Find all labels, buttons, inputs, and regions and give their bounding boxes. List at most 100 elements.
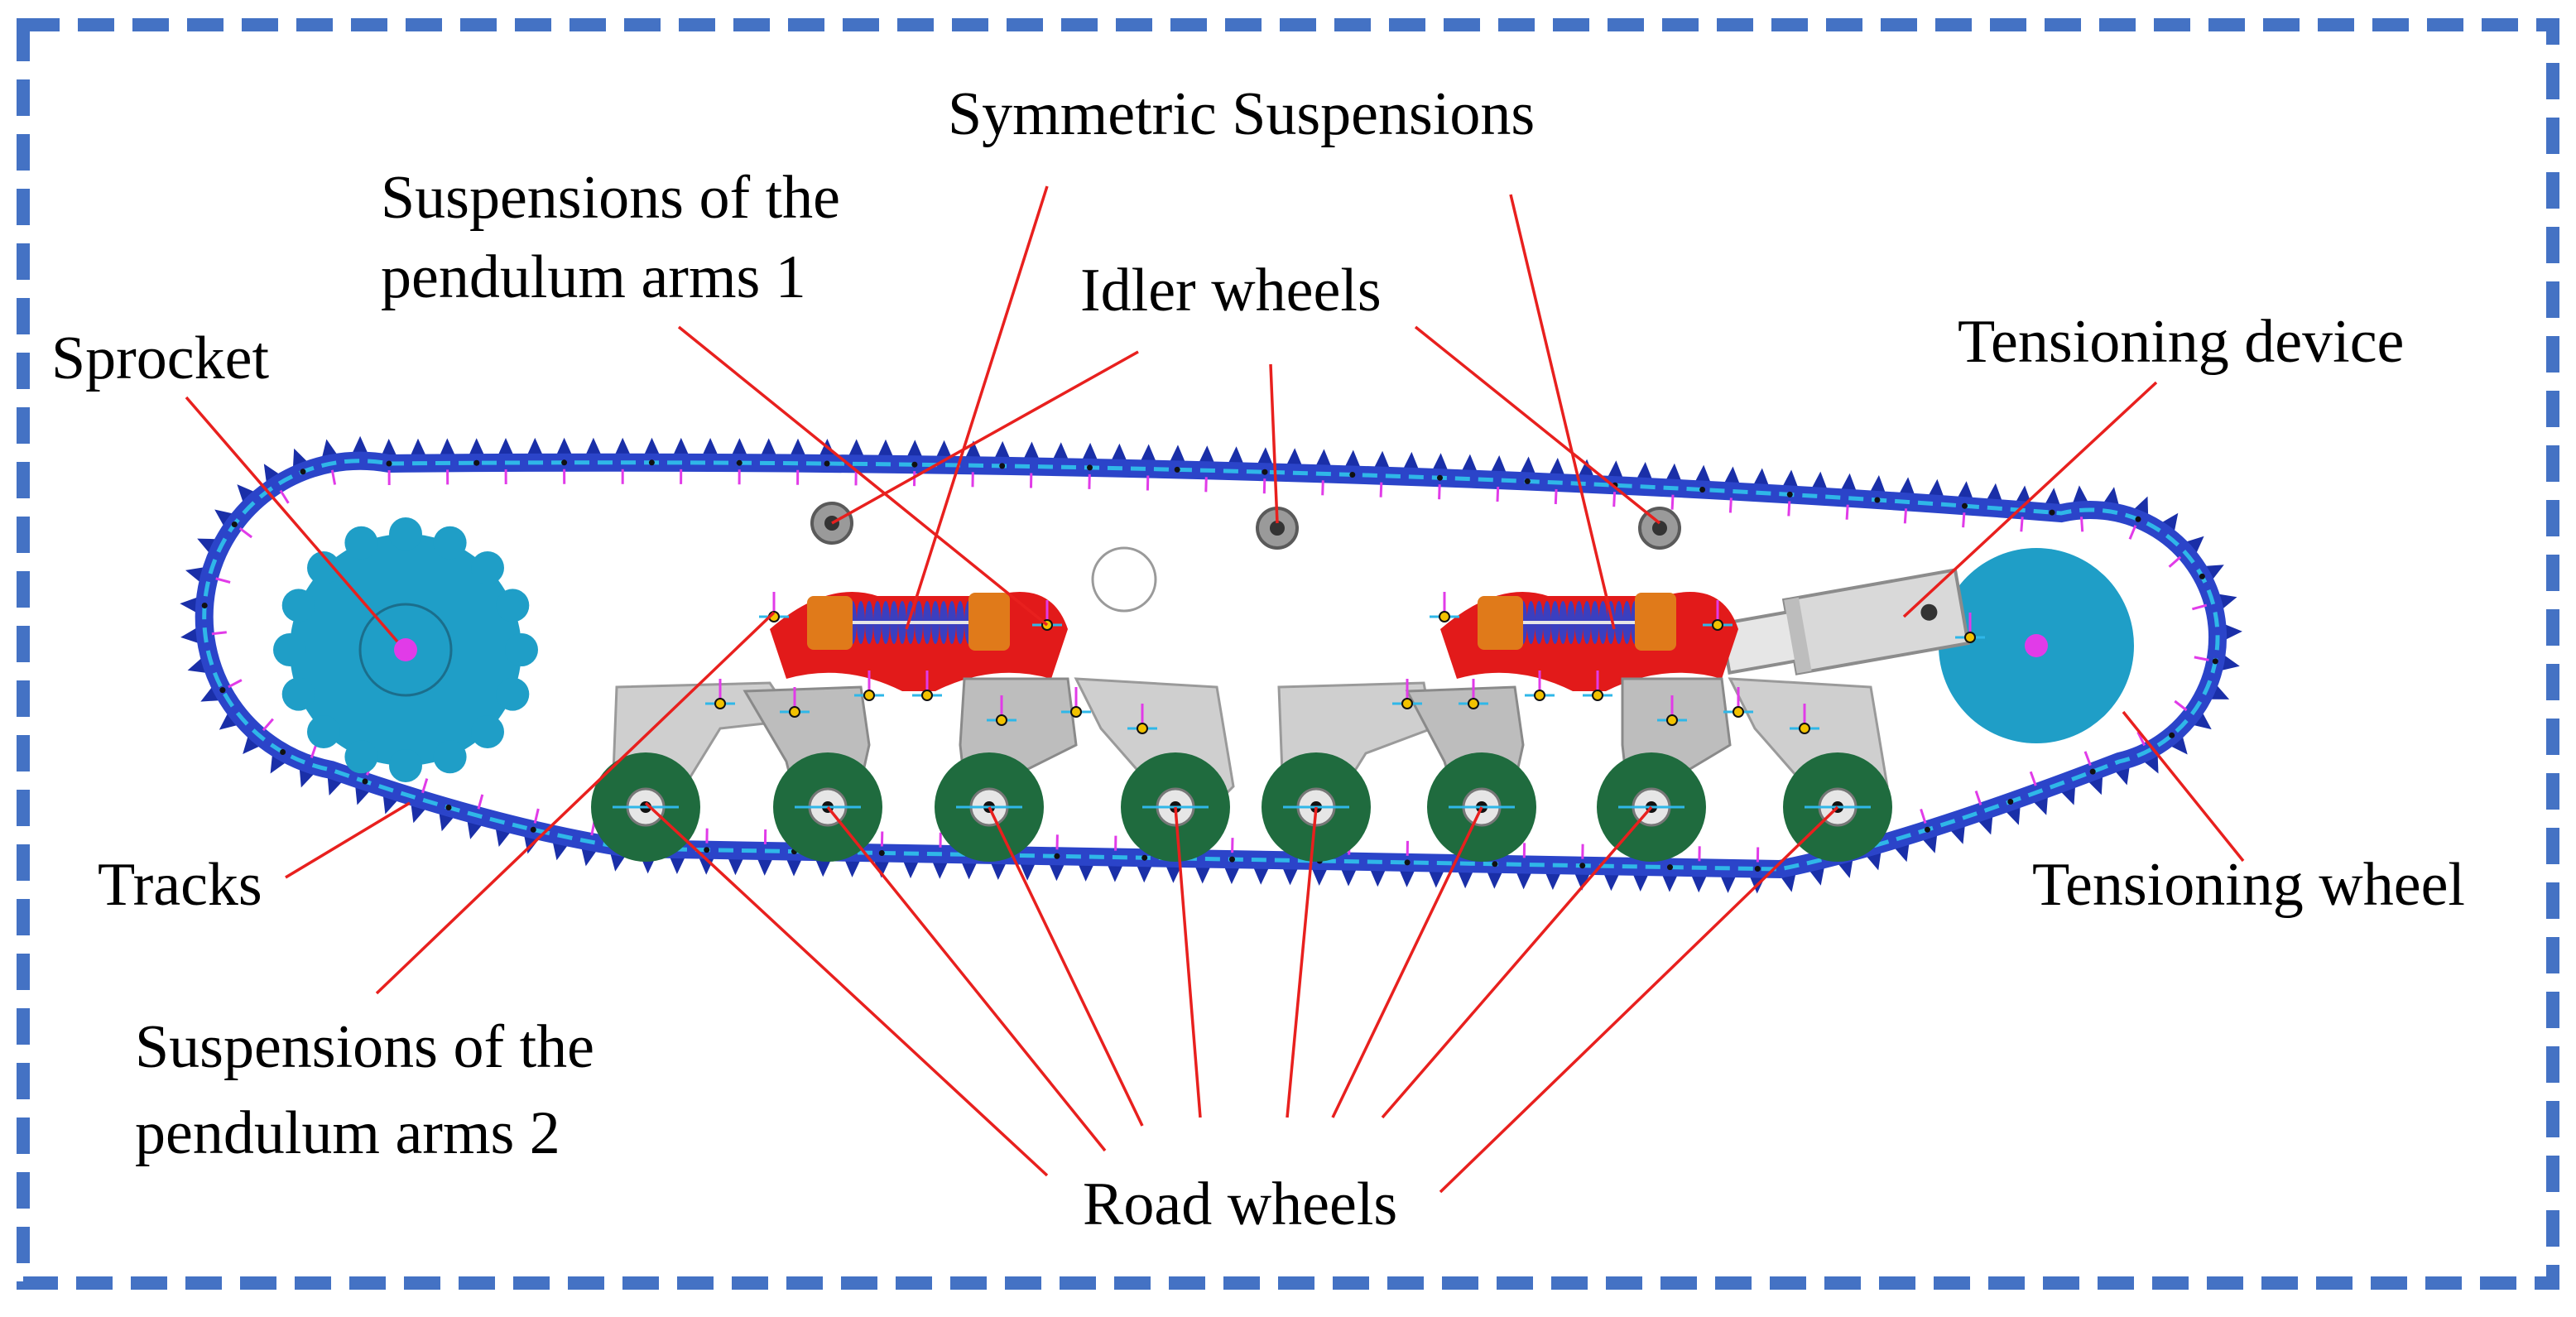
- tensioning-wheel: [1939, 548, 2134, 743]
- track-tooth: [845, 861, 860, 877]
- track-link-dot: [202, 603, 208, 608]
- track-tooth: [848, 439, 863, 455]
- track-pin: [2085, 752, 2090, 766]
- track-tooth: [1083, 443, 1098, 459]
- track-tooth: [1053, 442, 1068, 459]
- track-link-dot: [1492, 861, 1497, 867]
- track-link-dot: [219, 687, 225, 693]
- track-link-dot: [911, 462, 917, 468]
- track-link-dot: [1755, 866, 1761, 872]
- track-tooth: [1345, 450, 1360, 467]
- track-tooth: [674, 438, 689, 454]
- track-link-dot: [1925, 827, 1930, 833]
- hull-hole: [1093, 548, 1156, 611]
- track-tooth: [469, 438, 484, 454]
- track-tooth: [1108, 865, 1122, 882]
- track-tooth: [1224, 868, 1239, 884]
- sprocket-tooth: [307, 715, 340, 748]
- track-tooth: [936, 440, 951, 457]
- track-tooth: [1491, 455, 1506, 472]
- track-link-dot: [446, 805, 452, 810]
- track-pin: [212, 632, 227, 634]
- track-tooth: [1900, 477, 1915, 494]
- damper-right-a: [1478, 596, 1523, 650]
- track-tooth: [1987, 483, 2002, 501]
- track-tooth: [1287, 448, 1302, 464]
- track-pin: [1976, 791, 1981, 805]
- track-tooth: [1112, 444, 1127, 460]
- track-tooth: [962, 863, 977, 879]
- track-link-dot: [1874, 497, 1880, 503]
- track-link-dot: [1787, 492, 1793, 497]
- track-pin: [1614, 492, 1615, 507]
- joint-marker: [1430, 592, 1459, 622]
- label-pendulum-arms-2-line1: Suspensions of the: [135, 1012, 594, 1083]
- track-pin: [1381, 483, 1382, 497]
- track-tooth: [180, 598, 197, 613]
- track-tooth: [382, 439, 396, 455]
- sprocket-tooth: [434, 526, 467, 560]
- label-symmetric-suspensions: Symmetric Suspensions: [948, 79, 1535, 150]
- track-tooth: [933, 863, 948, 879]
- track-tooth: [670, 858, 685, 874]
- track-tooth: [1516, 872, 1531, 889]
- track-pin: [228, 680, 242, 687]
- track-link-dot: [879, 850, 885, 856]
- track-tooth: [878, 440, 893, 456]
- track-tooth: [1404, 452, 1419, 469]
- label-pendulum-arms-2-line2: pendulum arms 2: [135, 1098, 560, 1169]
- track-pin: [478, 795, 483, 809]
- track-tooth: [1662, 876, 1677, 892]
- track-tooth: [1521, 457, 1536, 473]
- track-tooth: [180, 628, 198, 643]
- track-link-dot: [1087, 464, 1093, 470]
- track-link-dot: [1667, 864, 1673, 870]
- track-tooth: [1166, 867, 1181, 883]
- track-link-dot: [704, 847, 709, 853]
- track-tooth: [1141, 445, 1156, 461]
- track-pin: [535, 809, 538, 824]
- track-tooth: [527, 438, 542, 454]
- track-pin: [1789, 501, 1790, 516]
- track-link-dot: [2199, 574, 2205, 579]
- track-pin: [1264, 478, 1265, 493]
- idler-wheel-3: [1640, 508, 1680, 548]
- track-link-dot: [1262, 469, 1268, 475]
- sprocket-tooth: [389, 749, 422, 782]
- track-tooth: [1050, 864, 1065, 881]
- track-pin: [1847, 505, 1848, 520]
- track-pin: [1206, 477, 1207, 492]
- track-link-dot: [1579, 863, 1585, 868]
- track-link-dot: [561, 459, 567, 465]
- track-link-dot: [1962, 503, 1968, 509]
- track-tooth: [1608, 460, 1623, 478]
- sprocket-tooth: [471, 715, 504, 748]
- track-link-dot: [1525, 478, 1531, 484]
- sprocket-tooth: [471, 551, 504, 584]
- label-tensioning-device: Tensioning device: [1958, 306, 2404, 377]
- track-link-dot: [363, 779, 368, 785]
- spring-left: [848, 601, 973, 644]
- spring-right: [1519, 601, 1639, 644]
- track-tooth: [757, 859, 772, 876]
- track-tooth: [1692, 876, 1707, 892]
- damper-right-b: [1635, 593, 1676, 651]
- track-tooth: [1545, 873, 1560, 890]
- track-tooth: [1929, 479, 1944, 497]
- sprocket-tooth: [273, 633, 306, 666]
- track-pin: [1730, 497, 1731, 512]
- track-link-dot: [531, 827, 536, 833]
- sprocket-tooth: [282, 678, 315, 711]
- track-link-dot: [1141, 855, 1147, 861]
- track-tooth: [1433, 453, 1448, 469]
- track-tooth: [1283, 868, 1298, 885]
- label-tensioning-wheel: Tensioning wheel: [2032, 849, 2465, 920]
- sprocket-tooth: [344, 740, 377, 773]
- track-tooth: [728, 858, 743, 875]
- track-link-dot: [1175, 467, 1180, 473]
- track-link-dot: [2213, 658, 2218, 664]
- track-pin: [1921, 809, 1926, 823]
- track-tooth: [557, 438, 572, 454]
- track-tooth: [1195, 867, 1210, 883]
- leader-tracks: [286, 803, 410, 877]
